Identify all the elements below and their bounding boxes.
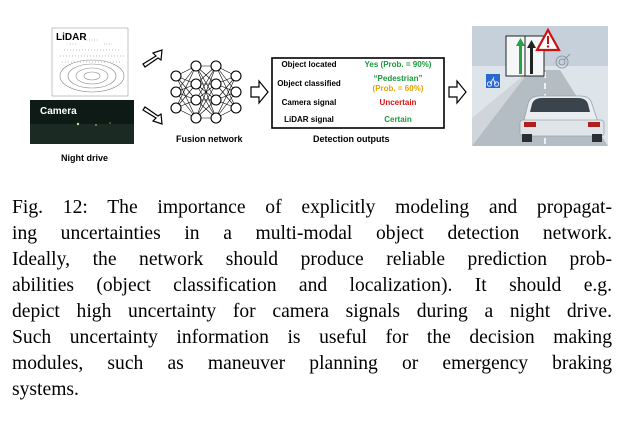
network-node	[230, 102, 242, 114]
network-edge	[195, 65, 217, 101]
fusion-network	[170, 60, 242, 124]
night-drive-label: Night drive	[61, 153, 108, 163]
caption-line: abilities (object classification and loc…	[12, 275, 612, 296]
arrow-to-outputs	[250, 79, 269, 105]
network-node	[210, 112, 222, 124]
car	[519, 95, 605, 142]
caption-line: ing uncertainties in a multi-modal objec…	[12, 223, 612, 244]
caption-line: depict high uncertainty for camera signa…	[12, 301, 612, 322]
network-edge	[215, 75, 237, 119]
camera-panel: Camera	[30, 100, 134, 144]
detection-label: Detection outputs	[313, 134, 390, 144]
output-value-detail: (Prob. = 60%)	[373, 84, 424, 93]
network-node	[190, 112, 202, 124]
target-icon	[555, 53, 571, 69]
output-name: LiDAR signal	[284, 115, 334, 124]
fusion-label: Fusion network	[176, 134, 243, 144]
output-name: Object located	[281, 60, 336, 69]
caption-line: Such uncertainty information is useful f…	[12, 327, 612, 348]
caption-line: Ideally, the network should produce reli…	[12, 249, 612, 270]
network-node	[190, 78, 202, 90]
output-name: Object classified	[277, 79, 341, 88]
figure-caption: Fig. 12: The importance of explicitly mo…	[12, 195, 612, 403]
network-node	[190, 94, 202, 106]
output-name: Camera signal	[282, 98, 337, 107]
network-edge	[175, 75, 197, 119]
network-node	[210, 78, 222, 90]
network-node	[230, 70, 242, 82]
caption-line: Fig. 12: The importance of explicitly mo…	[12, 197, 612, 218]
network-edge	[195, 65, 217, 119]
scene-panel	[472, 26, 608, 146]
arrow-to-scene	[448, 79, 467, 105]
network-node	[170, 70, 182, 82]
output-value: Certain	[384, 115, 412, 124]
network-node	[210, 94, 222, 106]
figure-diagram: LiDAR Camera Night drive Fusion network …	[30, 26, 608, 163]
input-arrow-lidar	[142, 49, 163, 68]
warning-icon	[535, 27, 561, 52]
network-edge	[175, 65, 197, 109]
caption-line: systems.	[12, 379, 79, 400]
network-node	[230, 86, 242, 98]
input-arrow-camera	[142, 106, 163, 125]
lidar-label: LiDAR	[56, 32, 87, 43]
detection-outputs-box: Object located Yes (Prob. = 90%) Object cl…	[271, 57, 445, 129]
network-edge	[195, 83, 217, 119]
output-value: “Pedestrian”	[374, 74, 423, 83]
network-node	[210, 60, 222, 72]
bicycle-icon	[486, 74, 500, 88]
network-node	[170, 86, 182, 98]
lidar-panel: LiDAR	[51, 27, 129, 97]
caption-line: modules, such as maneuver planning or em…	[12, 353, 612, 374]
network-edge	[215, 65, 237, 109]
output-value: Uncertain	[380, 98, 417, 107]
camera-label: Camera	[40, 106, 77, 117]
network-node	[170, 102, 182, 114]
network-node	[190, 60, 202, 72]
output-value: Yes (Prob. = 90%)	[365, 60, 432, 69]
